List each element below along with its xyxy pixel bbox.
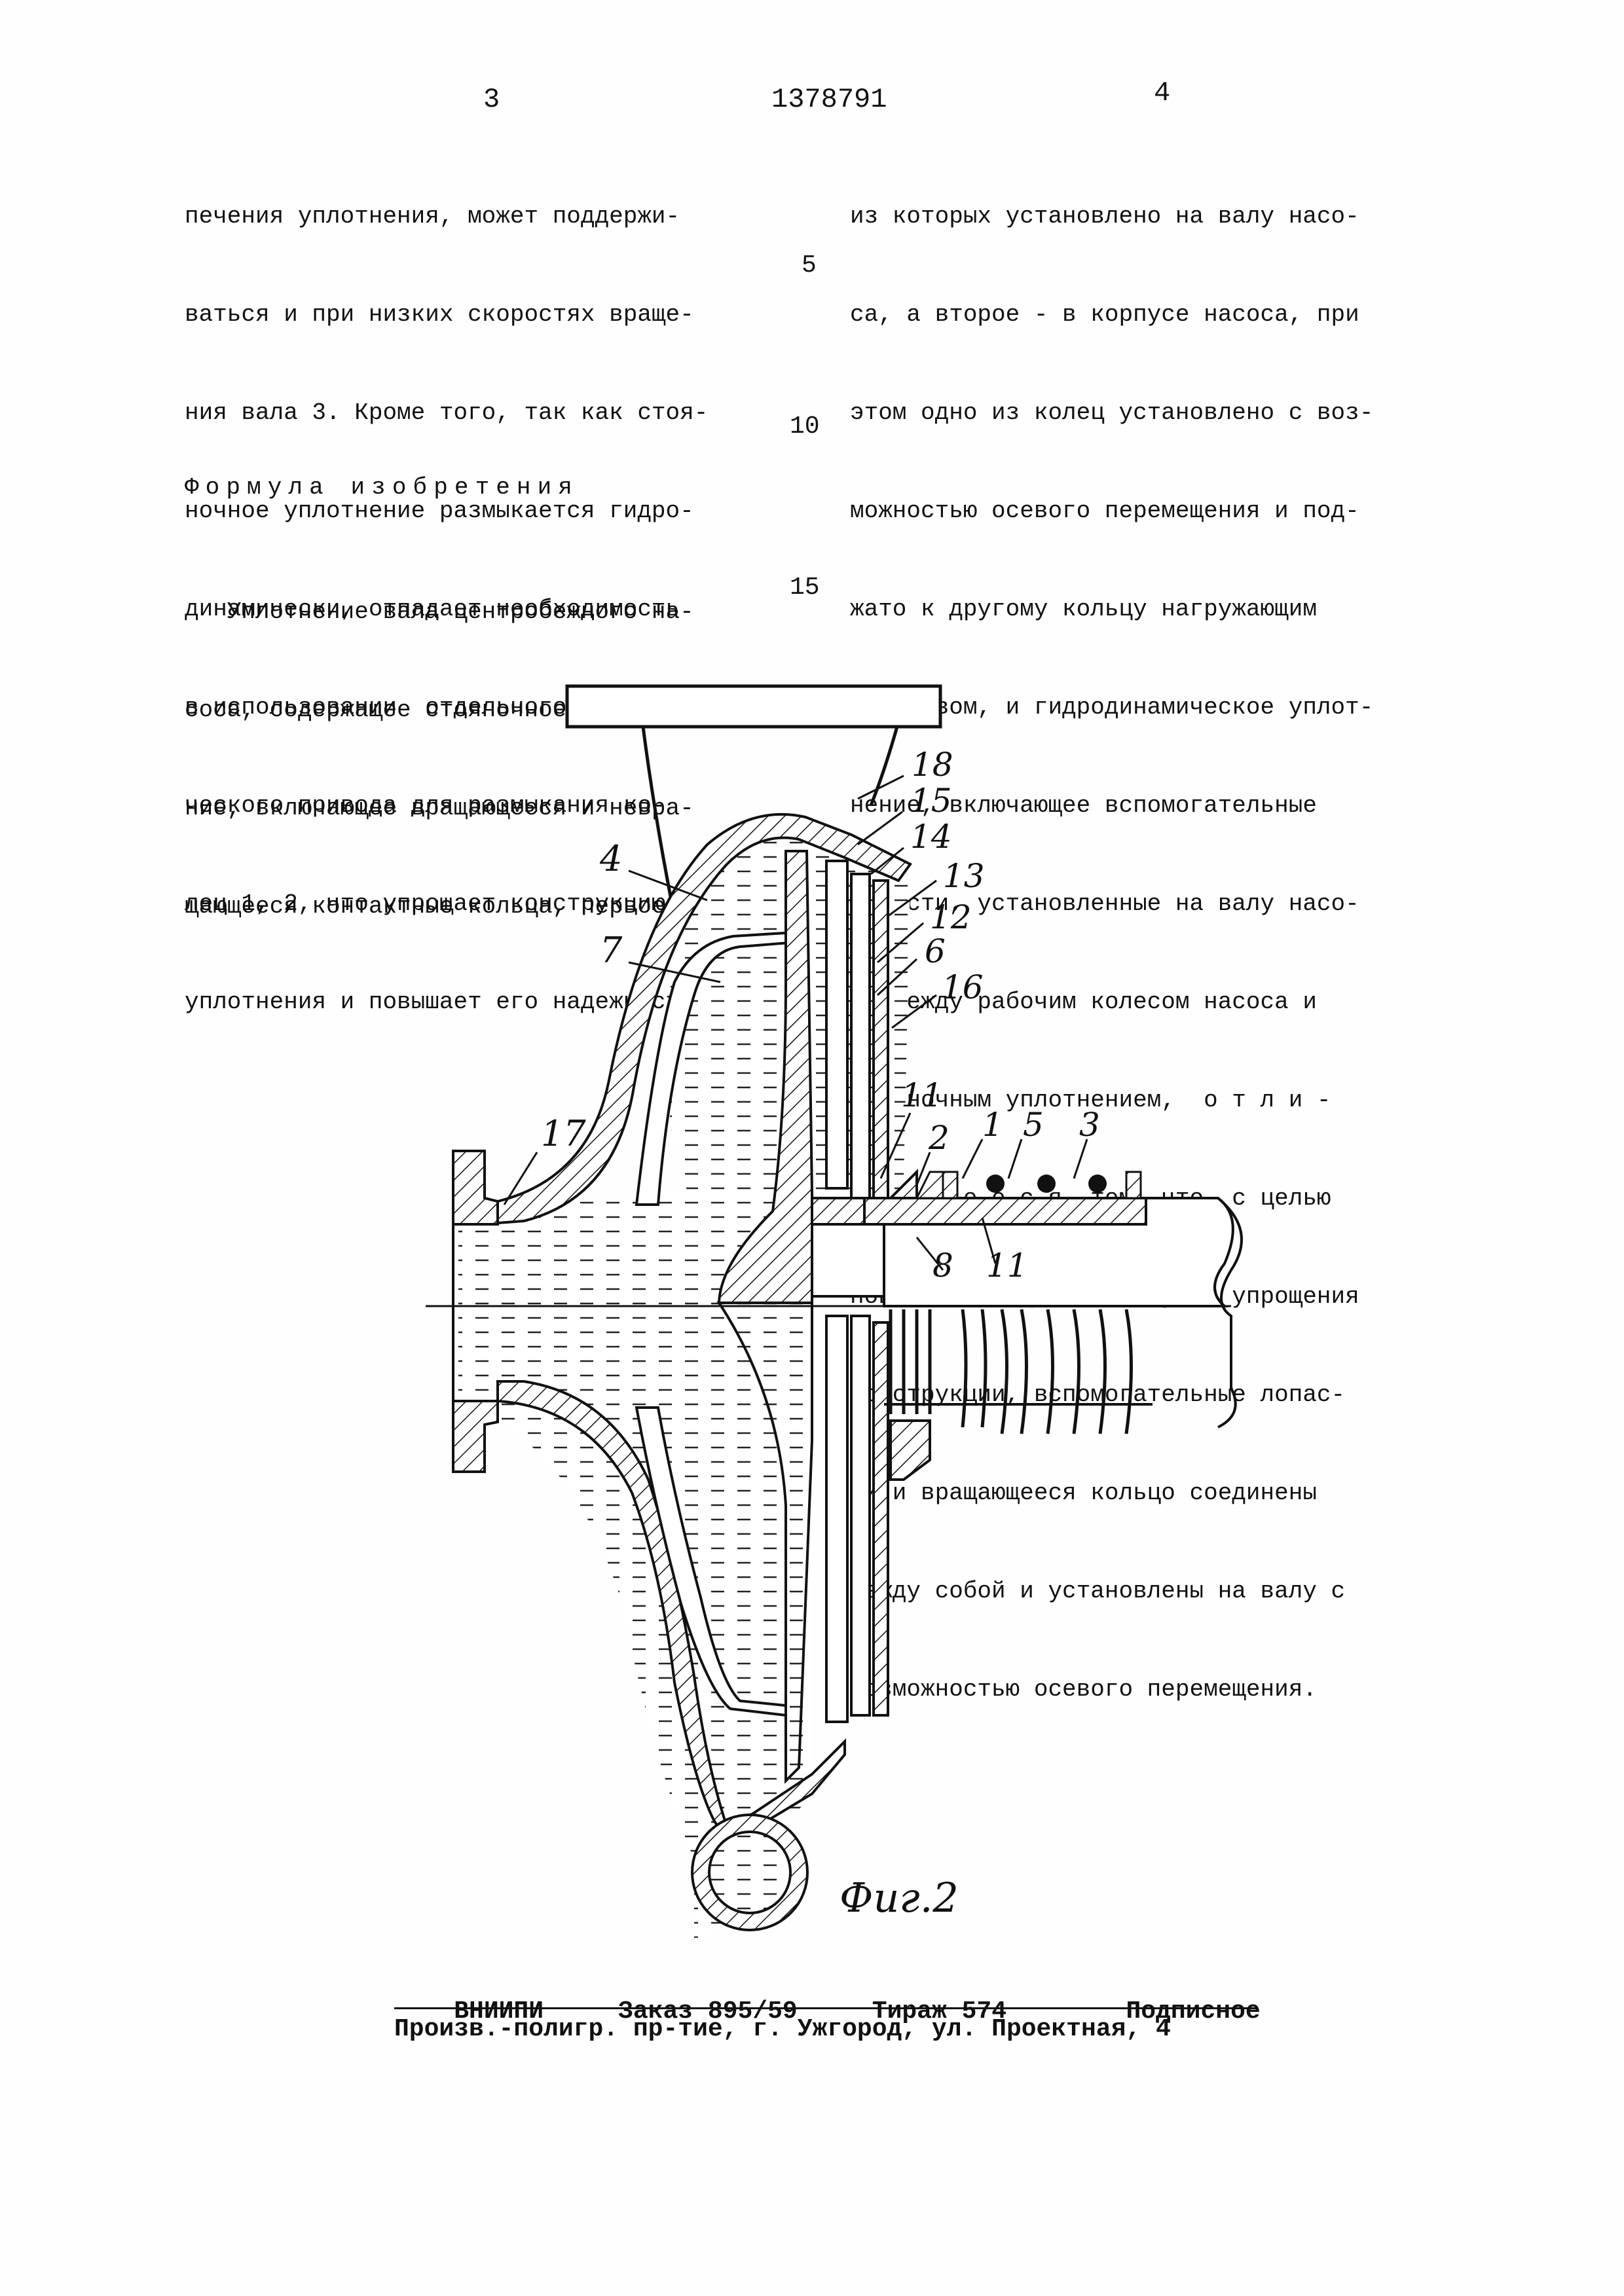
text-line: лопасти, установленные на валу насо- [850, 890, 1359, 917]
liquid-lower [458, 1303, 812, 1938]
footer-line-1: ВНИИПИ Заказ 895/59 Тираж 574 Подписное [394, 1969, 1261, 2054]
text-line: печения уплотнения, может поддержи- [185, 203, 680, 230]
auxiliary-vane-lower [825, 1315, 849, 1723]
text-line: стояночным уплотнением, о т л и - [850, 1087, 1331, 1114]
left-column: печения уплотнения, может поддержи- вать… [185, 135, 708, 1182]
text-line: динамически, отпадает необходимость [185, 596, 680, 623]
footer-subscription: Подписное [1126, 1997, 1261, 2026]
text-line: щающееся контактные кольца, первое [185, 893, 666, 920]
text-line: повышения надежности путем упрощения [850, 1283, 1359, 1310]
right-column: из которых установлено на валу насо- са,… [850, 135, 1373, 1706]
text-line: уплотнения и повышает его надежность. [185, 989, 709, 1015]
line-number: 5 [802, 251, 817, 280]
impeller-disk-lower [716, 1302, 813, 1784]
text-line: ние, включающее вращающееся и невра- [185, 795, 694, 822]
text-line: жато к другому кольцу нагружающим [850, 596, 1317, 623]
text-line: нение, включающее вспомогательные [850, 792, 1317, 819]
patent-number: 1378791 [771, 84, 887, 115]
text-line: этом одно из колец установлено с воз- [850, 399, 1374, 426]
text-line [185, 1084, 708, 1117]
text-line: ч а ю щ е е с я тем, что, с целью [850, 1185, 1331, 1212]
text-line: ночное уплотнение размыкается гидро- [185, 498, 694, 524]
claim-text: Уплотнение вала центробежного на- соса, … [185, 530, 694, 989]
auxiliary-vane [825, 860, 849, 1190]
text-line: соса, содержащее стояночное уплотне- [185, 697, 694, 723]
impeller-shroud-lower [635, 1406, 787, 1717]
line-number: 15 [790, 574, 820, 602]
inlet-flange-lower [452, 1400, 499, 1473]
footer-print-run: Тираж 574 [872, 1997, 1006, 2026]
figure-caption: Фиг.2 [840, 1874, 959, 1922]
text-line: ваться и при низких скоростях враще- [185, 301, 694, 328]
text-line: ти и вращающееся кольцо соединены [850, 1480, 1317, 1506]
text-line: ния вала 3. Кроме того, так как стоя- [185, 399, 709, 426]
text-line: Уплотнение вала центробежного на- [185, 598, 694, 625]
footer-divider [394, 2007, 1256, 2009]
text-line: конструкции, вспомогательные лопас- [850, 1381, 1346, 1408]
volute-bulb [691, 1813, 809, 1931]
volute-bulb-inner [708, 1831, 792, 1914]
text-line: из которых установлено на валу насо- [850, 203, 1359, 230]
footer-address: Произв.-полигр. пр-тие, г. Ужгород, ул. … [394, 2015, 1171, 2043]
page-number-left: 3 [483, 84, 500, 115]
text-line: можностью осевого перемещения и под- [850, 498, 1359, 524]
text-line: возможностью осевого перемещения. [850, 1676, 1317, 1703]
impeller-disk-upper [717, 850, 813, 1304]
footer-org: ВНИИПИ [454, 1997, 544, 2026]
text-line: са между рабочим колесом насоса и [850, 989, 1317, 1015]
text-line: между собой и установлены на валу с [850, 1578, 1346, 1605]
page-number-right: 4 [1154, 77, 1171, 109]
text-line: са, а второе - в корпусе насоса, при [850, 301, 1359, 328]
line-number: 10 [790, 412, 820, 441]
text-line: средством, и гидродинамическое уплот- [850, 694, 1374, 721]
footer-order: Заказ 895/59 [618, 1997, 798, 2026]
casing-lower [496, 1380, 846, 1855]
claims-heading: Формула изобретения [185, 474, 579, 501]
